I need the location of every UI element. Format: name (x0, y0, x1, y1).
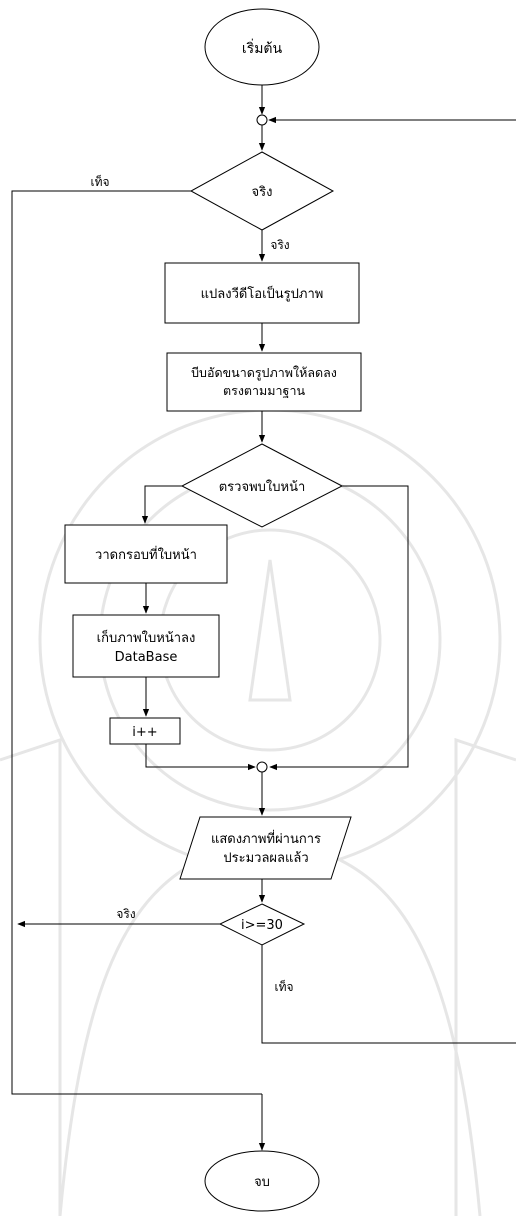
arrow-detect-yes (141, 485, 182, 524)
start-label: เริ่มต้น (242, 39, 283, 57)
count-check-label: i>=30 (241, 918, 283, 933)
merge-connector-middle (256, 761, 268, 773)
io-display-line1: แสดงภาพที่ผ่านการ (211, 830, 321, 847)
process-draw-box-label: วาดกรอบที่ใบหน้า (95, 546, 197, 563)
face-detect-decision (180, 443, 344, 528)
arrow-increment-to-merge (145, 744, 256, 771)
process-convert-label: แปลงวีดีโอเป็นรูปภาพ (201, 284, 324, 302)
io-display-result (179, 816, 352, 880)
merge-connector-top (256, 114, 268, 126)
process-store-line1: เก็บภาพใบหน้าลง (97, 628, 196, 646)
label-true-down: จริง (270, 238, 289, 252)
process-convert-video (164, 262, 360, 324)
process-compress (166, 352, 362, 412)
process-compress-line1: บีบอัดขนาดรูปภาพให้ลดลง (191, 365, 337, 381)
label-false-bottom: เท็จ (274, 979, 293, 994)
end-terminator (204, 1150, 320, 1212)
loop-decision-label: จริง (252, 185, 273, 200)
line-check-false-loop (261, 945, 516, 1044)
face-detect-label: ตรวจพบใบหน้า (219, 479, 306, 495)
process-increment (109, 717, 181, 745)
process-increment-label: i++ (132, 725, 157, 740)
process-draw-box (64, 524, 228, 584)
process-store-face (72, 614, 220, 678)
label-false-top: เท็จ (90, 174, 109, 189)
process-store-line2: DataBase (115, 650, 178, 665)
line-false-exit (11, 190, 262, 1095)
label-true-left: จริง (116, 907, 135, 921)
end-label: จบ (254, 1175, 270, 1190)
io-display-line2: ประมวลผลแล้ว (223, 851, 308, 866)
arrow-detect-no (269, 485, 409, 771)
process-compress-line2: ตรงตามมาฐาน (223, 383, 305, 398)
